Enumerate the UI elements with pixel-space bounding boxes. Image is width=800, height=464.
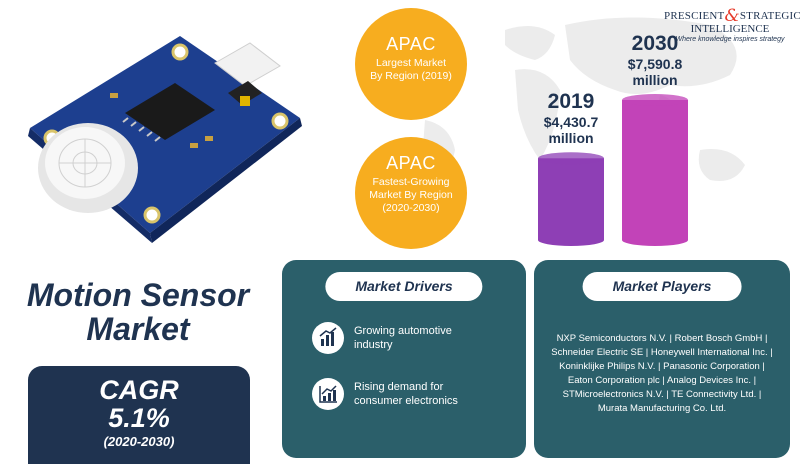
bar-2019 bbox=[538, 152, 604, 246]
trend-up-chart-icon bbox=[312, 378, 344, 410]
driver-item: Rising demand for consumer electronics bbox=[312, 378, 512, 418]
cagr-period: (2020-2030) bbox=[103, 434, 175, 449]
market-size-bars bbox=[538, 94, 688, 246]
driver-text: Growing automotive industry bbox=[354, 325, 452, 351]
players-line: Schneider Electric SE | Honeywell Intern… bbox=[551, 347, 773, 358]
bar-chart-growth-icon bbox=[312, 322, 344, 354]
fastest-region-name: APAC bbox=[386, 153, 436, 173]
bar-label-2019: 2019 $4,430.7 million bbox=[543, 90, 599, 147]
cagr-label: CAGR bbox=[99, 375, 179, 405]
fastest-region-badge: APAC Fastest-Growing Market By Region (2… bbox=[355, 137, 467, 249]
players-line: STMicroelectronics N.V. | TE Connectivit… bbox=[562, 389, 762, 400]
cagr-value: 5.1% bbox=[108, 403, 170, 433]
cagr-box: CAGR 5.1% (2020-2030) bbox=[28, 366, 250, 464]
company-logo: PRESCIENT&STRATEGIC INTELLIGENCE Where k… bbox=[664, 6, 800, 50]
market-players-panel: Market Players NXP Semiconductors N.V. |… bbox=[534, 260, 790, 458]
logo-wordmark: PRESCIENT&STRATEGIC bbox=[664, 6, 800, 26]
driver-item: Growing automotive industry bbox=[312, 322, 512, 362]
logo-subword: INTELLIGENCE bbox=[690, 23, 770, 35]
largest-region-badge: APAC Largest Market By Region (2019) bbox=[355, 8, 467, 120]
driver-text: Rising demand for consumer electronics bbox=[354, 381, 458, 407]
market-drivers-heading: Market Drivers bbox=[325, 272, 483, 301]
bar-label-2030: 2030 $7,590.8 million bbox=[627, 32, 683, 88]
players-line: Koninklijke Philips N.V. | Panasonic Cor… bbox=[559, 361, 765, 372]
page-title: Motion Sensor Market bbox=[26, 277, 250, 347]
market-players-heading: Market Players bbox=[582, 272, 742, 301]
market-size-chart: 2019 $4,430.7 million 2030 $7,590.8 mill… bbox=[530, 32, 730, 250]
players-line: Murata Manufacturing Co. Ltd. bbox=[597, 403, 727, 414]
market-players-list: NXP Semiconductors N.V. | Robert Bosch G… bbox=[542, 332, 782, 416]
logo-tagline: Where knowledge inspires strategy bbox=[675, 36, 785, 43]
fastest-region-caption: Fastest-Growing Market By Region (2020-2… bbox=[369, 176, 453, 214]
market-drivers-panel: Market Drivers Growing automotive indust… bbox=[282, 260, 526, 458]
largest-region-caption: Largest Market By Region (2019) bbox=[370, 57, 452, 82]
players-line: NXP Semiconductors N.V. | Robert Bosch G… bbox=[556, 333, 768, 344]
bar-2030 bbox=[622, 94, 688, 246]
players-line: Eaton Corporation plc | Analog Devices I… bbox=[567, 375, 757, 386]
motion-sensor-board-image bbox=[28, 36, 302, 243]
largest-region-name: APAC bbox=[386, 34, 436, 54]
